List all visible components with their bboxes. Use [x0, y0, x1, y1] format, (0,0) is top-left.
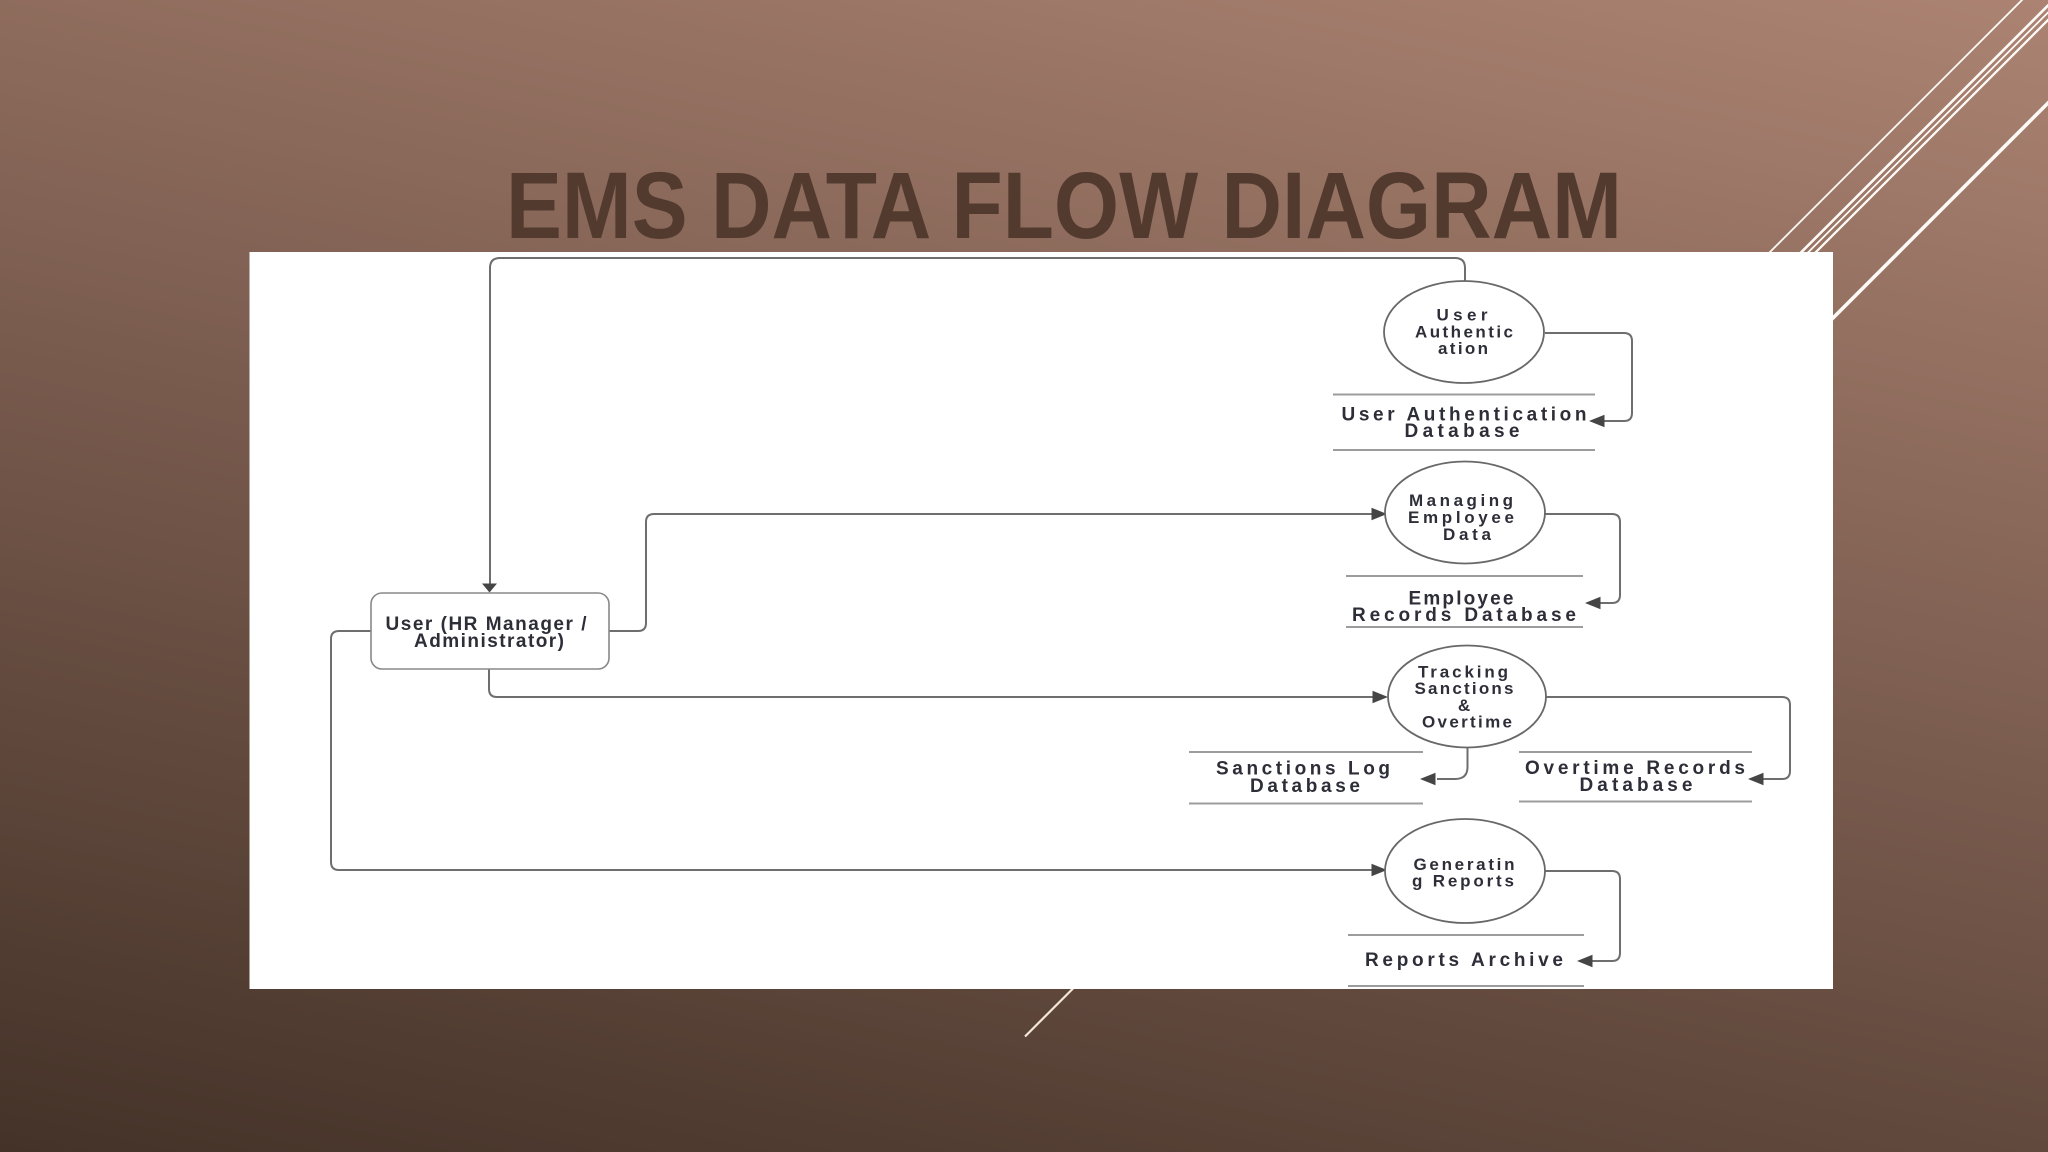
- svg-text:Employee: Employee: [1409, 588, 1514, 609]
- svg-text:Sanctions: Sanctions: [1415, 679, 1514, 698]
- svg-text:Reports Archive: Reports Archive: [1365, 950, 1563, 971]
- svg-text:Authentic: Authentic: [1415, 322, 1513, 341]
- svg-text:Overtime: Overtime: [1422, 713, 1512, 732]
- svg-text:Administrator): Administrator): [414, 631, 564, 652]
- svg-text:Data: Data: [1443, 525, 1492, 544]
- svg-text:Records Database: Records Database: [1352, 605, 1576, 626]
- svg-text:Database: Database: [1580, 775, 1693, 796]
- svg-text:EMS DATA FLOW DIAGRAM: EMS DATA FLOW DIAGRAM: [506, 153, 1622, 259]
- svg-text:&: &: [1458, 696, 1470, 715]
- svg-text:Generatin: Generatin: [1414, 855, 1515, 874]
- svg-text:g Reports: g Reports: [1412, 872, 1514, 891]
- svg-text:Database: Database: [1250, 776, 1360, 797]
- svg-text:User (HR Manager /: User (HR Manager /: [386, 614, 588, 635]
- svg-text:Sanctions Log: Sanctions Log: [1216, 759, 1390, 780]
